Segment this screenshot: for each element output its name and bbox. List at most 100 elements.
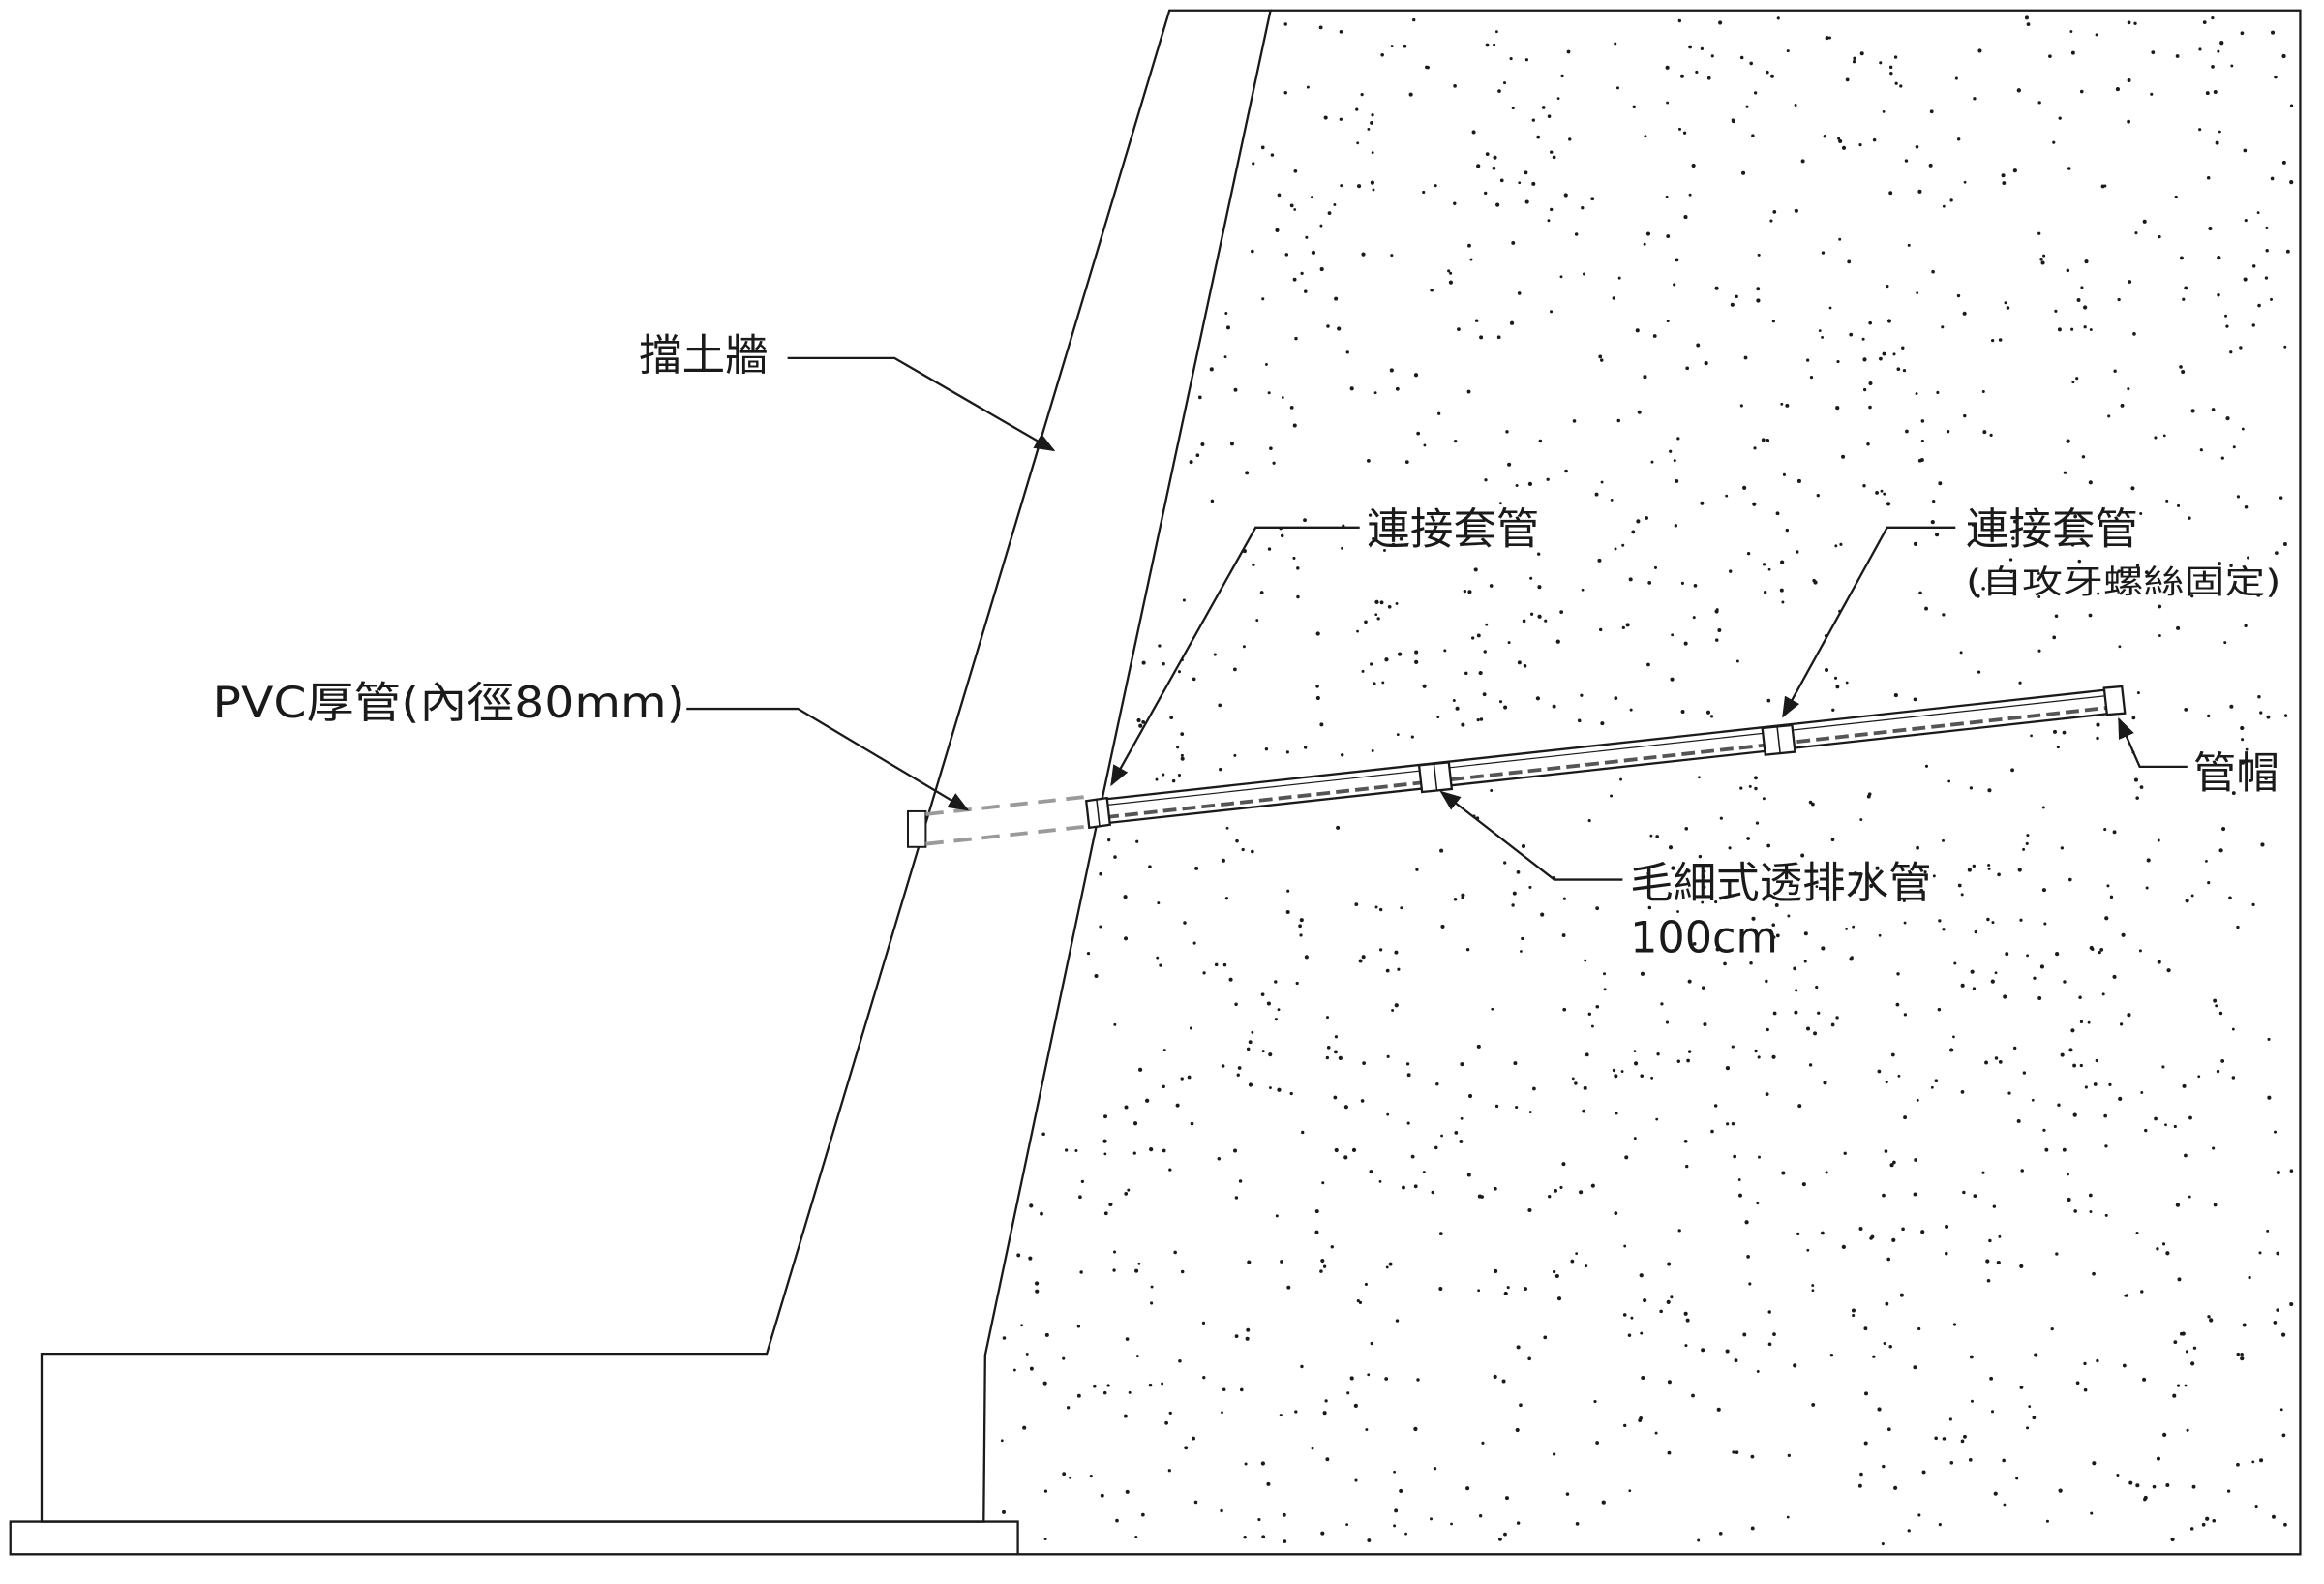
stipple-dot bbox=[1956, 137, 1961, 141]
stipple-dot bbox=[2173, 1340, 2178, 1345]
stipple-dot bbox=[1261, 297, 1265, 301]
stipple-dot bbox=[1499, 700, 1503, 704]
stipple-dot bbox=[1811, 1402, 1816, 1407]
stipple-dot bbox=[1522, 619, 1526, 624]
stipple-dot bbox=[1283, 1539, 1287, 1543]
stipple-dot bbox=[1310, 196, 1313, 199]
stipple-dot bbox=[2172, 1393, 2177, 1398]
stipple-dot bbox=[1239, 1387, 1244, 1392]
stipple-dot bbox=[1623, 1423, 1627, 1428]
stipple-dot bbox=[1552, 155, 1556, 160]
stipple-dot bbox=[2179, 256, 2184, 260]
stipple-dot bbox=[2092, 1271, 2096, 1276]
stipple-dot bbox=[1903, 1115, 1908, 1120]
stipple-dot bbox=[1224, 312, 1228, 315]
stipple-dot bbox=[2052, 635, 2057, 640]
stipple-dot bbox=[1134, 1536, 1138, 1538]
stipple-dot bbox=[1621, 543, 1625, 547]
stipple-dot bbox=[2101, 992, 2105, 996]
stipple-dot bbox=[1268, 1086, 1272, 1090]
stipple-dot bbox=[1280, 1260, 1283, 1264]
stipple-dot bbox=[2037, 649, 2041, 653]
stipple-dot bbox=[2070, 543, 2075, 547]
stipple-dot bbox=[2229, 350, 2233, 354]
stipple-dot bbox=[1069, 1476, 1072, 1479]
stipple-dot bbox=[1477, 1289, 1481, 1293]
stipple-dot bbox=[1877, 1407, 1882, 1412]
stipple-dot bbox=[1189, 460, 1193, 465]
stipple-dot bbox=[1493, 1186, 1497, 1191]
coupling-right-leader bbox=[1782, 526, 1956, 718]
stipple-dot bbox=[1949, 198, 1953, 202]
stipple-dot bbox=[1520, 950, 1523, 953]
stipple-dot bbox=[1115, 1518, 1119, 1523]
stipple-dot bbox=[1272, 461, 1276, 465]
stipple-dot bbox=[1361, 252, 1366, 257]
stipple-dot bbox=[1755, 821, 1760, 825]
stipple-dot bbox=[1830, 838, 1835, 842]
stipple-dot bbox=[2231, 1027, 2235, 1031]
stipple-dot bbox=[1416, 1378, 1420, 1382]
stipple-dot bbox=[1349, 386, 1354, 391]
stipple-dot bbox=[1367, 1373, 1371, 1377]
stipple-dot bbox=[1164, 1420, 1169, 1425]
stipple-dot bbox=[1838, 138, 1843, 144]
stipple-dot bbox=[1987, 788, 1992, 793]
stipple-dot bbox=[1281, 396, 1284, 399]
stipple-dot bbox=[1854, 871, 1857, 875]
stipple-dot bbox=[2265, 249, 2269, 253]
stipple-dot bbox=[1617, 276, 1621, 280]
stipple-dot bbox=[1368, 513, 1373, 517]
stipple-dot bbox=[1413, 1184, 1418, 1189]
stipple-dot bbox=[2063, 980, 2067, 984]
stipple-dot bbox=[1224, 897, 1229, 900]
stipple-dot bbox=[1938, 481, 1943, 486]
stipple-dot bbox=[1494, 1104, 1499, 1109]
stipple-dot bbox=[1899, 1293, 1904, 1297]
stipple-dot bbox=[1924, 606, 1928, 611]
stipple-dot bbox=[1270, 153, 1275, 157]
stipple-dot bbox=[1841, 145, 1847, 150]
stipple-dot bbox=[2017, 868, 2022, 872]
stipple-dot bbox=[1948, 1417, 1952, 1421]
stipple-dot bbox=[1774, 903, 1779, 907]
stipple-dot bbox=[1322, 1411, 1327, 1416]
stipple-dot bbox=[1354, 902, 1359, 907]
drain-pipe-leader bbox=[1439, 790, 1623, 881]
stipple-dot bbox=[1318, 25, 1323, 30]
stipple-dot bbox=[1325, 1055, 1330, 1060]
stipple-dot bbox=[1920, 1230, 1925, 1234]
stipple-dot bbox=[2161, 1065, 2165, 1069]
stipple-dot bbox=[1794, 1010, 1798, 1015]
stipple-dot bbox=[1476, 633, 1481, 638]
stipple-dot bbox=[1614, 42, 1617, 46]
stipple-dot bbox=[1890, 1052, 1895, 1057]
stipple-dot bbox=[1171, 778, 1176, 783]
stipple-dot bbox=[1292, 423, 1297, 428]
stipple-dot bbox=[1992, 1204, 1997, 1208]
stipple-dot bbox=[1845, 681, 1849, 685]
stipple-dot bbox=[1494, 30, 1498, 34]
stipple-dot bbox=[1593, 1399, 1597, 1404]
stipple-dot bbox=[1934, 1436, 1938, 1441]
stipple-dot bbox=[1610, 794, 1614, 798]
stipple-dot bbox=[1989, 433, 1993, 437]
stipple-dot bbox=[2005, 952, 2009, 957]
stipple-dot bbox=[1076, 1393, 1081, 1398]
stipple-dot bbox=[1378, 1180, 1382, 1183]
stipple-dot bbox=[1465, 1486, 1470, 1491]
stipple-dot bbox=[1246, 1327, 1251, 1332]
stipple-dot bbox=[1293, 208, 1297, 211]
stipple-dot bbox=[1296, 594, 1300, 599]
stipple-dot bbox=[1920, 419, 1925, 423]
stipple-dot bbox=[1433, 1467, 1437, 1471]
stipple-dot bbox=[1957, 883, 1962, 888]
stipple-dot bbox=[2182, 297, 2186, 301]
stipple-dot bbox=[1718, 1532, 1723, 1536]
stipple-dot bbox=[1851, 1308, 1856, 1313]
stipple-dot bbox=[1698, 776, 1701, 779]
stipple-dot bbox=[1653, 565, 1658, 569]
stipple-dot bbox=[1808, 800, 1813, 805]
stipple-dot bbox=[2122, 1363, 2127, 1368]
stipple-dot bbox=[1809, 376, 1814, 380]
